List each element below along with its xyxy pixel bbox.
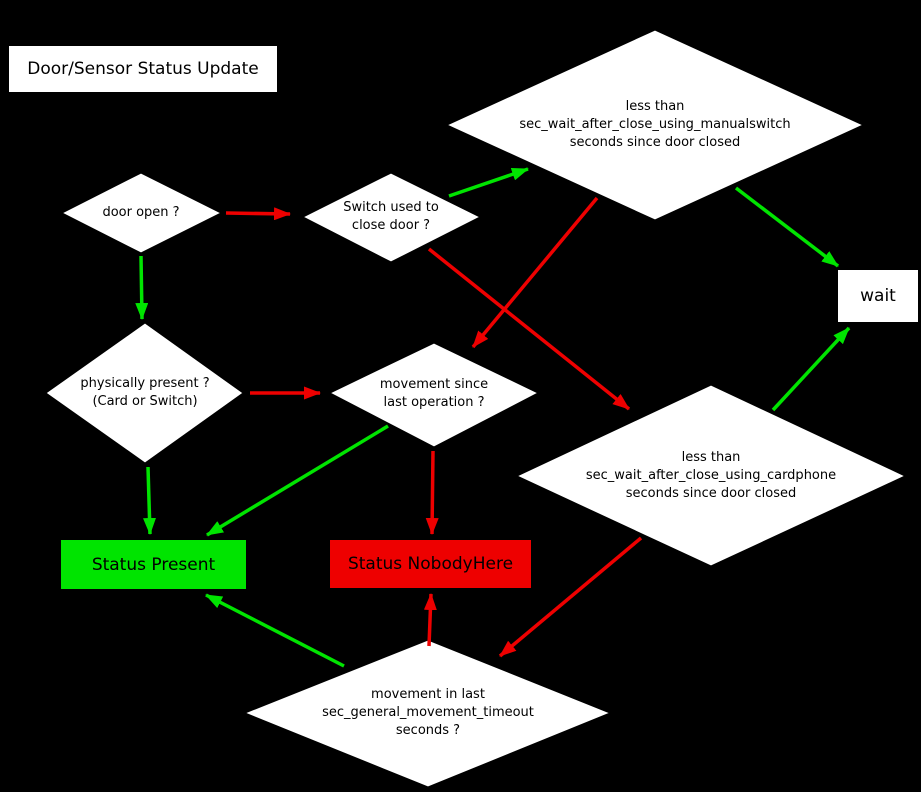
cardphone-wait-diamond xyxy=(515,384,907,567)
diagram-title-label: Door/Sensor Status Update xyxy=(27,59,259,79)
node-door-open-label: door open ? xyxy=(102,205,180,220)
node-physically-present-label: physically present ? (Card or Switch) xyxy=(80,376,210,409)
manualswitch-wait-diamond xyxy=(445,29,865,221)
edge-movement-since-to-status-nobodyhere xyxy=(425,450,439,535)
node-movement-timeout-label: movement in last sec_general_movement_ti… xyxy=(322,687,534,738)
node-wait: wait xyxy=(837,269,919,323)
movement-timeout-diamond xyxy=(243,639,612,788)
edge-cardphone-wait-to-wait xyxy=(771,326,851,412)
edge-door-open-to-switch-used xyxy=(225,207,291,221)
node-status-present-label: Status Present xyxy=(91,554,216,575)
node-wait-label: wait xyxy=(860,286,896,306)
edge-movement-timeout-to-status-present xyxy=(205,593,345,668)
edge-switch-used-to-manualswitch-wait xyxy=(448,167,529,198)
edge-manualswitch-wait-to-movement-since xyxy=(471,196,599,349)
edge-door-open-to-physically-present xyxy=(135,255,149,320)
movement-since-diamond xyxy=(328,342,540,448)
edge-manualswitch-wait-to-wait xyxy=(734,186,840,268)
edge-movement-since-to-status-present xyxy=(206,424,389,537)
door-open-diamond xyxy=(60,172,223,254)
node-status-present: Status Present xyxy=(60,539,247,590)
physically-present-diamond xyxy=(45,322,244,464)
node-movement-since-label: movement since last operation ? xyxy=(379,377,489,410)
edge-switch-used-to-cardphone-wait xyxy=(427,247,631,411)
node-switch-used-label: Switch used to close door ? xyxy=(343,200,439,233)
node-status-nobodyhere: Status NobodyHere xyxy=(329,539,532,589)
switch-used-diamond xyxy=(301,172,482,263)
edge-movement-timeout-to-status-nobodyhere xyxy=(423,593,437,647)
edge-cardphone-wait-to-movement-timeout xyxy=(498,536,643,658)
edge-physically-present-to-status-present xyxy=(143,466,157,535)
node-manualswitch-wait-label: less than sec_wait_after_close_using_man… xyxy=(519,99,791,150)
diagram-title: Door/Sensor Status Update xyxy=(8,45,278,93)
node-status-nobodyhere-label: Status NobodyHere xyxy=(347,554,514,574)
node-cardphone-wait-label: less than sec_wait_after_close_using_car… xyxy=(585,450,837,501)
